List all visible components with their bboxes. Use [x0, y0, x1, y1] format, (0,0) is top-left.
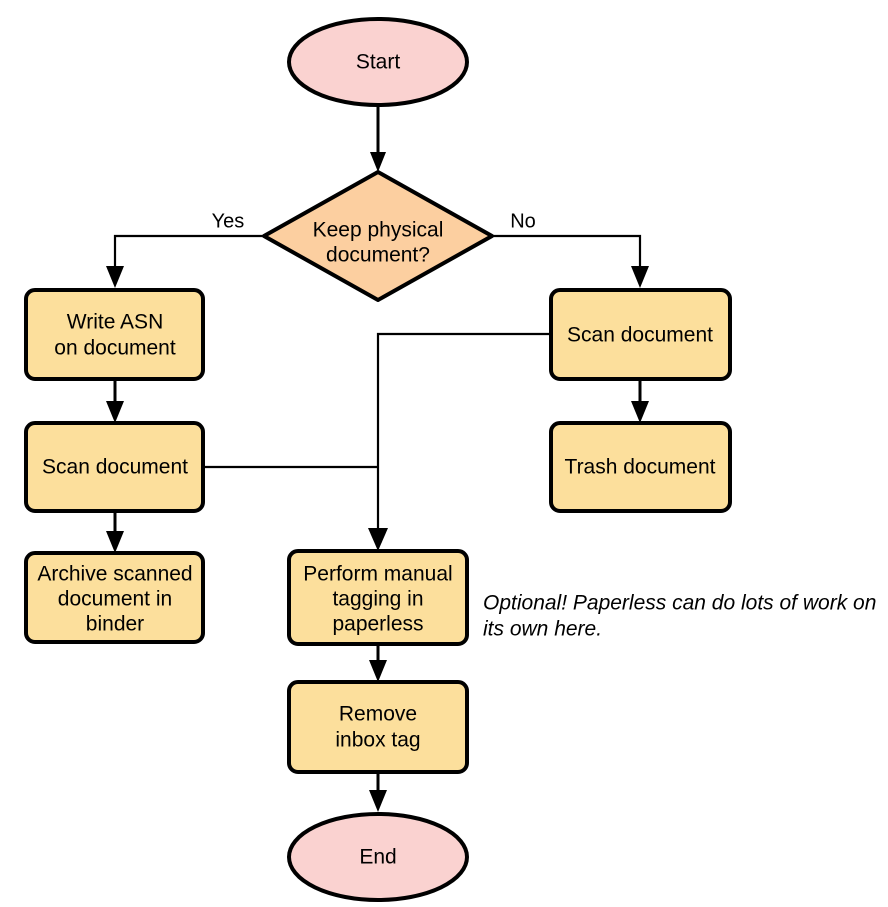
node-decision-keep-physical-document[interactable]: Keep physical document?: [262, 170, 494, 302]
scan-document-left-label: Scan document: [42, 456, 188, 479]
node-remove-inbox-tag[interactable]: Remove inbox tag: [287, 680, 469, 774]
optional-note-line1: Optional! Paperless can do lots of work …: [483, 592, 876, 615]
decision-label-line1: Keep physical: [313, 219, 444, 242]
edge-decision-yes: [106, 234, 264, 288]
archive-label-line2: document in: [58, 588, 172, 611]
tagging-label-line3: paperless: [332, 613, 423, 636]
edge-removeinbox-to-end: [369, 772, 387, 812]
edge-decision-no: [492, 234, 649, 288]
decision-diamond: [262, 170, 494, 302]
edge-writeasn-to-scanleft: [106, 379, 124, 423]
optional-note-line2: its own here.: [483, 618, 602, 641]
start-ellipse: [287, 17, 469, 107]
archive-box: [24, 551, 205, 644]
edge-scanright-to-trash: [631, 379, 649, 423]
node-perform-manual-tagging[interactable]: Perform manual tagging in paperless: [287, 549, 469, 646]
trash-document-label: Trash document: [565, 456, 716, 479]
edge-merge-arrowhead: [368, 528, 388, 551]
trash-document-box: [549, 421, 732, 513]
tagging-box: [287, 549, 469, 646]
tagging-label-line2: tagging in: [332, 588, 423, 611]
scan-document-right-label: Scan document: [567, 324, 713, 347]
end-ellipse: [287, 812, 469, 902]
end-label: End: [359, 846, 396, 869]
remove-inbox-label-line2: inbox tag: [335, 729, 420, 752]
edge-tagging-to-removeinbox: [369, 644, 387, 682]
edge-label-yes: Yes: [212, 210, 245, 232]
edge-scanright-to-tagging: [376, 332, 551, 535]
annotation-optional-note: Optional! Paperless can do lots of work …: [483, 592, 876, 641]
remove-inbox-tag-box: [287, 680, 469, 774]
archive-label-line3: binder: [86, 613, 144, 636]
node-start[interactable]: Start: [287, 17, 469, 107]
remove-inbox-label-line1: Remove: [339, 703, 417, 726]
edge-start-to-decision: [370, 103, 386, 172]
start-label: Start: [356, 51, 401, 74]
write-asn-label-line2: on document: [54, 337, 176, 360]
edge-label-no: No: [510, 210, 536, 232]
node-write-asn-on-document[interactable]: Write ASN on document: [24, 288, 205, 381]
decision-label-line2: document?: [326, 244, 430, 267]
write-asn-box: [24, 288, 205, 381]
node-scan-document-left[interactable]: Scan document: [24, 421, 205, 513]
archive-label-line1: Archive scanned: [37, 563, 192, 586]
write-asn-label-line1: Write ASN: [67, 311, 163, 334]
node-archive-scanned-document[interactable]: Archive scanned document in binder: [24, 551, 205, 644]
node-end[interactable]: End: [287, 812, 469, 902]
node-trash-document[interactable]: Trash document: [549, 421, 732, 513]
node-scan-document-right[interactable]: Scan document: [549, 288, 732, 381]
scan-document-right-box: [549, 288, 732, 381]
scan-document-left-box: [24, 421, 205, 513]
edge-scanleft-to-archive: [106, 511, 124, 553]
tagging-label-line1: Perform manual: [303, 563, 452, 586]
